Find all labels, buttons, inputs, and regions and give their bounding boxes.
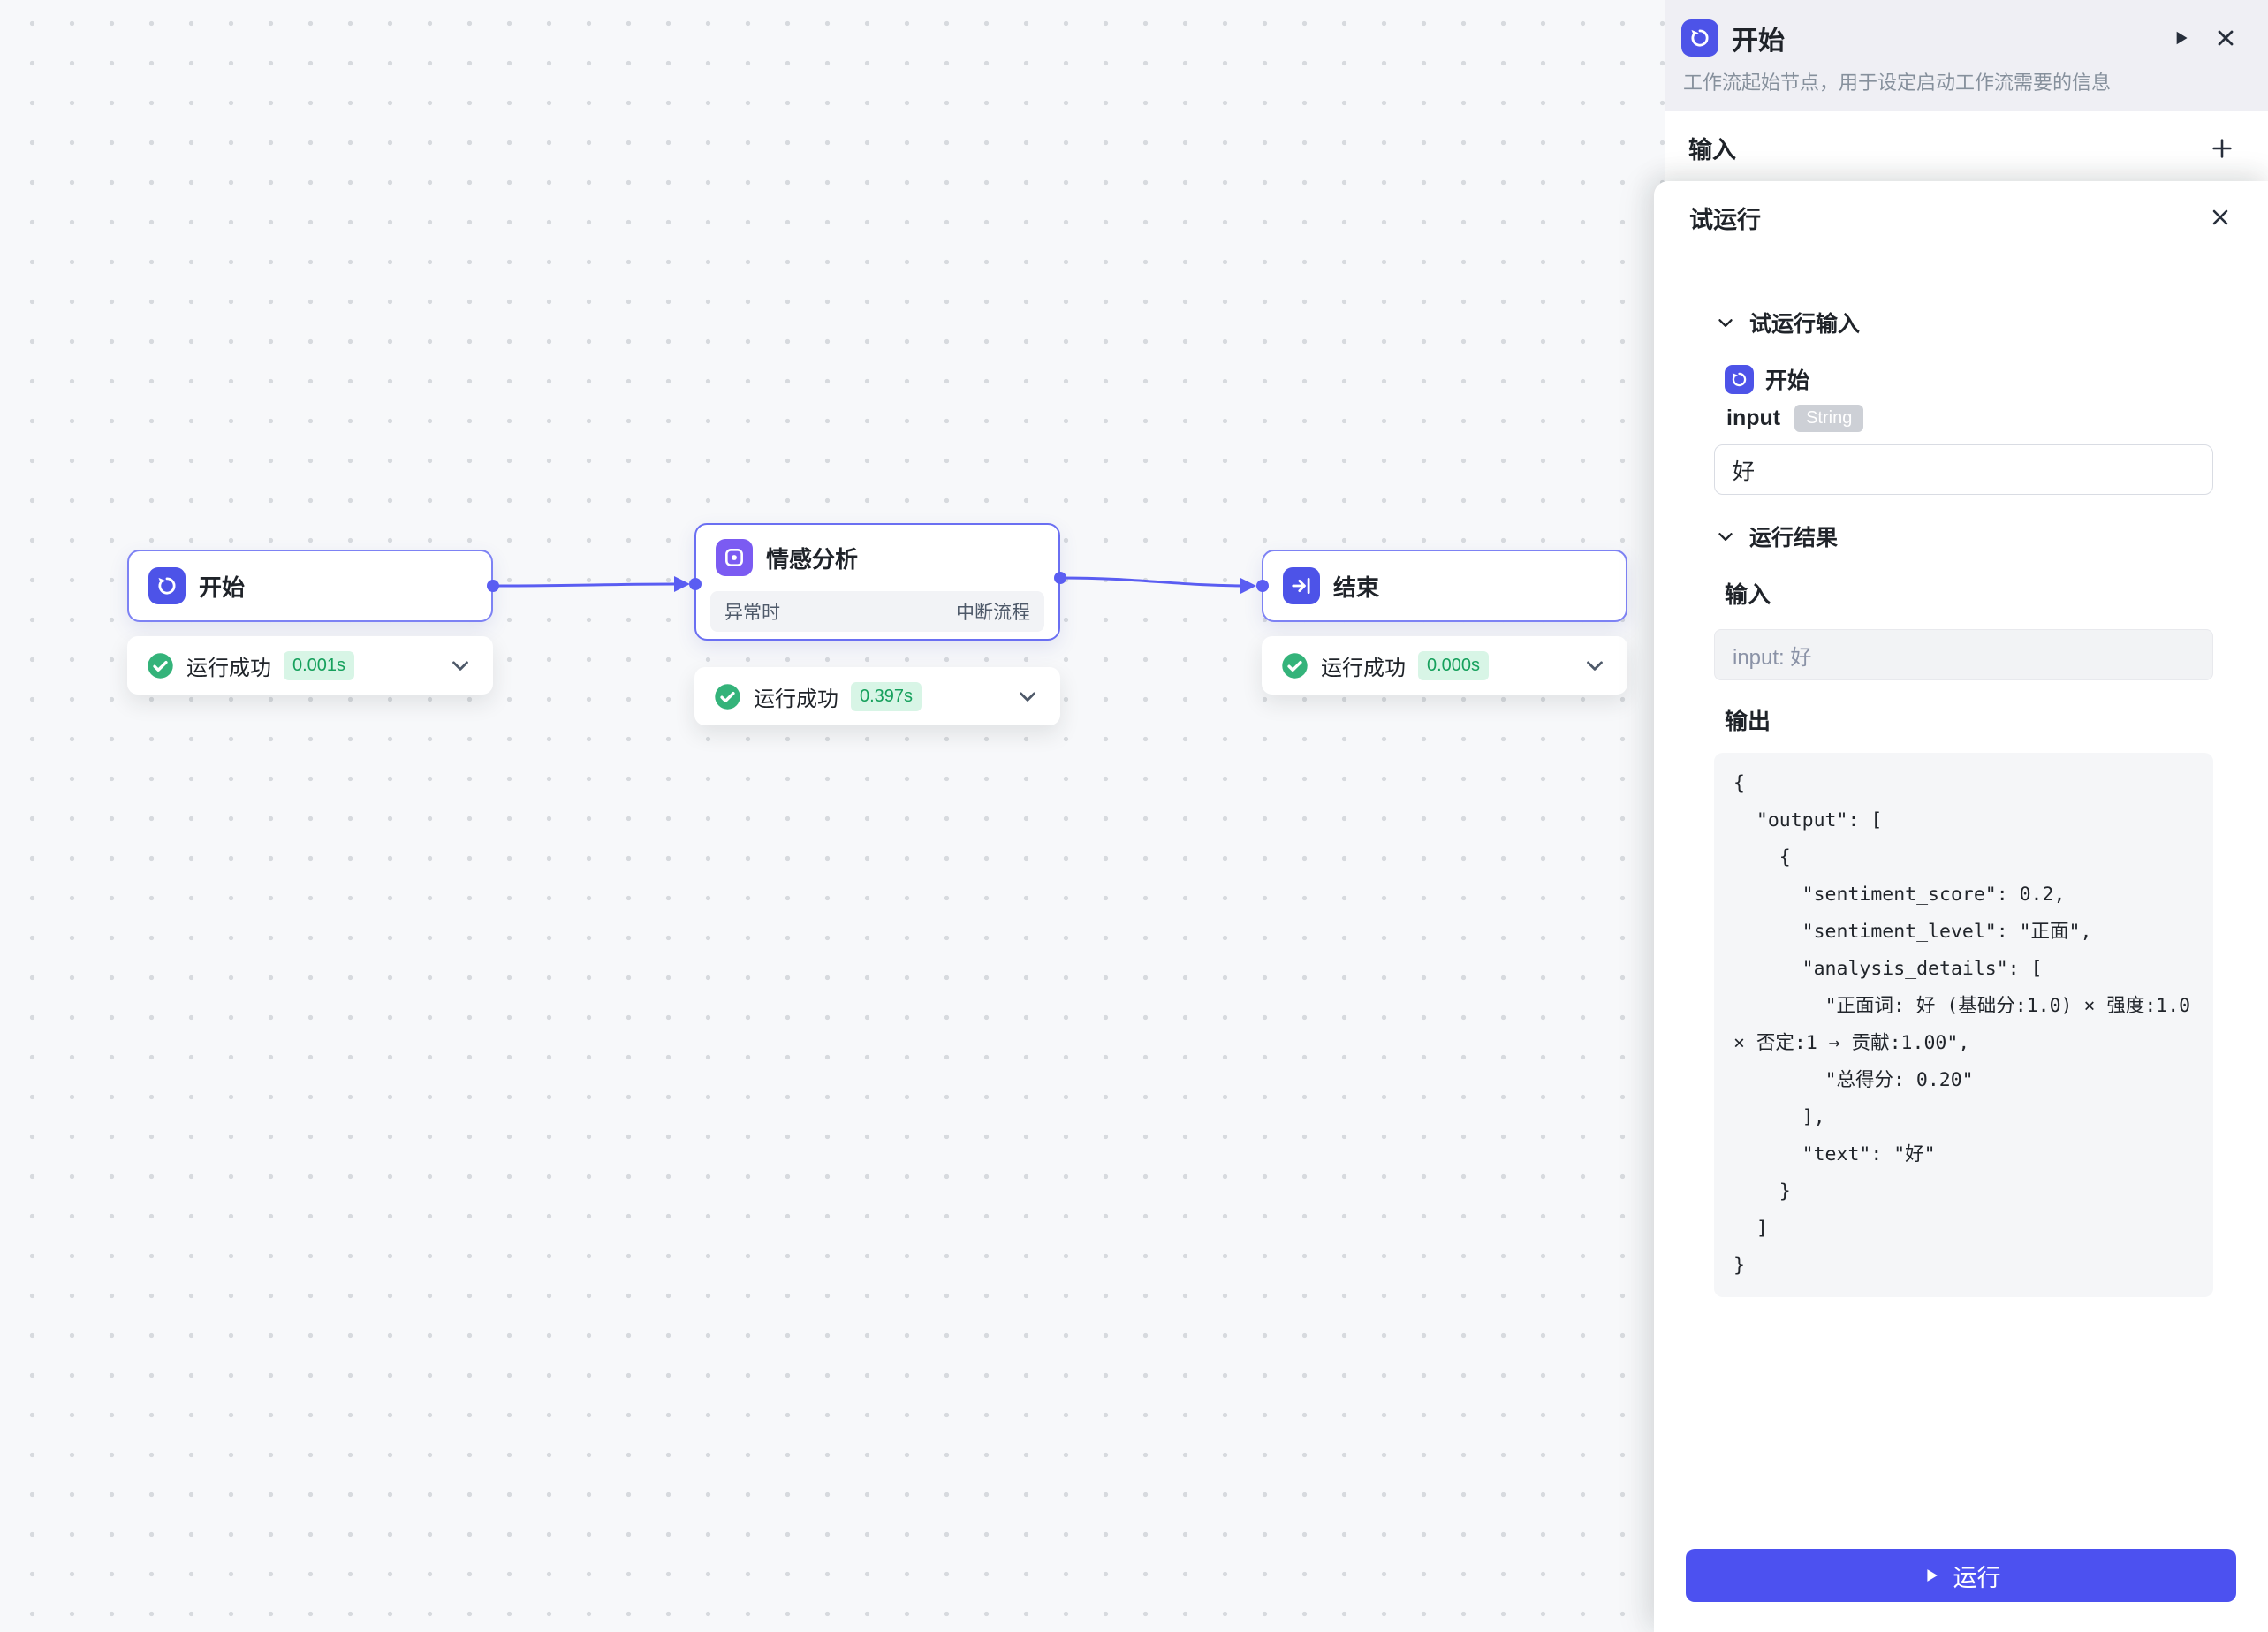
start-icon: [1725, 364, 1754, 394]
close-icon[interactable]: [2204, 201, 2236, 233]
node-end-header: 结束: [1263, 551, 1626, 620]
chevron-down-icon: [1718, 533, 1733, 541]
duration-badge: 0.001s: [284, 650, 355, 680]
input-field-row: input String: [1726, 400, 2213, 436]
end-icon: [1283, 567, 1320, 604]
field-name: input: [1726, 405, 1781, 430]
test-run-title: 试运行: [1689, 206, 1761, 233]
node-start-title: 开始: [199, 573, 246, 601]
node-start[interactable]: 开始: [127, 550, 493, 622]
node-start-status: 运行成功 0.001s: [127, 636, 493, 695]
success-check-icon: [715, 683, 740, 710]
exception-policy-row: 异常时 中断流程: [710, 591, 1044, 632]
chevron-down-icon[interactable]: [1014, 683, 1041, 710]
config-panel-title: 开始: [1732, 27, 1785, 56]
exception-label: 异常时: [724, 603, 780, 623]
close-icon[interactable]: [2210, 22, 2241, 54]
sentiment-icon: [716, 539, 753, 576]
run-result-toggle[interactable]: 运行结果: [1714, 519, 2213, 554]
success-check-icon: [1282, 652, 1308, 679]
test-run-panel: 试运行 试运行输入 开始 input String 运行结果 输入 input:…: [1654, 181, 2268, 1632]
node-sentiment-status: 运行成功 0.397s: [694, 667, 1060, 725]
test-run-node-button[interactable]: [2165, 22, 2196, 54]
chevron-down-icon[interactable]: [1582, 652, 1608, 679]
config-header: 开始 工作流起始节点，用于设定启动工作流需要的信息: [1665, 0, 2268, 111]
run-button-label: 运行: [1953, 1564, 2001, 1591]
start-icon: [1681, 19, 1718, 57]
result-output-heading: 输出: [1725, 708, 1771, 734]
success-check-icon: [148, 652, 173, 679]
add-input-icon[interactable]: [2206, 133, 2238, 164]
node-sentiment-title: 情感分析: [766, 545, 859, 573]
run-button[interactable]: 运行: [1686, 1549, 2236, 1602]
run-result-section-label: 运行结果: [1749, 526, 1839, 550]
status-text: 运行成功: [186, 656, 271, 680]
status-text: 运行成功: [754, 687, 838, 711]
field-type-badge: String: [1794, 404, 1864, 432]
node-end-title: 结束: [1333, 573, 1380, 601]
start-node-reference-label: 开始: [1765, 368, 1810, 393]
start-icon: [148, 567, 186, 604]
node-start-header: 开始: [129, 551, 491, 620]
play-icon: [1926, 1569, 1938, 1582]
config-input-section-label: 输入: [1688, 137, 1736, 163]
chevron-down-icon: [1718, 319, 1733, 327]
node-sentiment[interactable]: 情感分析 异常时 中断流程: [694, 523, 1060, 641]
result-input-echo: input: 好: [1714, 629, 2213, 680]
start-node-reference: 开始: [1725, 361, 2213, 397]
input-field[interactable]: [1714, 444, 2213, 495]
node-sentiment-header: 情感分析: [696, 525, 1058, 590]
test-run-input-section-label: 试运行输入: [1749, 312, 1861, 337]
test-run-input-toggle[interactable]: 试运行输入: [1714, 305, 2213, 340]
duration-badge: 0.397s: [851, 681, 922, 711]
config-panel-subtitle: 工作流起始节点，用于设定启动工作流需要的信息: [1683, 72, 2112, 94]
exception-value: 中断流程: [956, 603, 1030, 623]
chevron-down-icon[interactable]: [447, 652, 474, 679]
duration-badge: 0.000s: [1418, 650, 1490, 680]
node-end-status: 运行成功 0.000s: [1262, 636, 1627, 695]
result-output-json: { "output": [ { "sentiment_score": 0.2, …: [1714, 753, 2213, 1297]
result-input-heading: 输入: [1725, 581, 1771, 608]
status-text: 运行成功: [1321, 656, 1406, 680]
node-end[interactable]: 结束: [1262, 550, 1627, 622]
